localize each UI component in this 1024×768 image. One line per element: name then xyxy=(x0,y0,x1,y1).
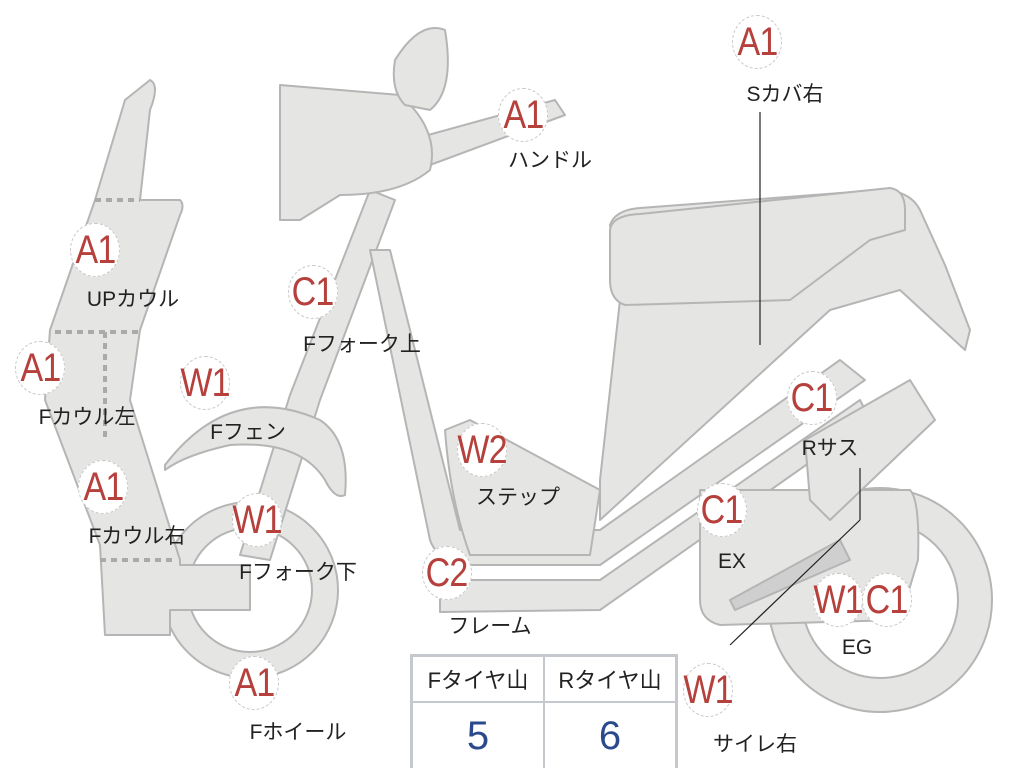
part-label: Fフェン xyxy=(210,421,286,444)
part-label: フレーム xyxy=(448,615,532,638)
part-label: UPカウル xyxy=(86,288,180,311)
condition-badge: C1 xyxy=(862,573,912,627)
condition-badge: C1 xyxy=(288,265,338,319)
condition-badge: A1 xyxy=(15,341,65,395)
headlight-body xyxy=(279,84,433,221)
condition-badge: C1 xyxy=(697,483,747,537)
front-cowl xyxy=(44,79,251,636)
mirror xyxy=(392,27,449,111)
front-fork xyxy=(239,189,396,561)
condition-badge: W1 xyxy=(180,356,230,410)
part-label: Fフォーク下 xyxy=(239,561,357,584)
condition-badge: C1 xyxy=(787,371,837,425)
part-label: Sカバ右 xyxy=(746,83,824,106)
part-label: Fカウル左 xyxy=(38,406,136,429)
condition-badge: C2 xyxy=(422,546,472,600)
front-fender xyxy=(164,406,347,497)
rear-tyre-value: 6 xyxy=(543,701,678,768)
condition-badge: A1 xyxy=(732,15,782,69)
rear-suspension-cover xyxy=(804,379,936,521)
part-label: Rサス xyxy=(801,437,859,460)
exhaust-pipe xyxy=(729,539,851,611)
part-label: Fカウル右 xyxy=(88,525,186,548)
front-tyre-header: Fタイヤ山 xyxy=(410,654,545,703)
part-label: ハンドル xyxy=(508,149,592,172)
part-label: EX xyxy=(717,550,747,573)
condition-badge: A1 xyxy=(498,88,548,142)
condition-badge: A1 xyxy=(78,460,128,514)
part-label: サイレ右 xyxy=(713,733,797,756)
part-label: Fフォーク上 xyxy=(303,333,421,356)
part-label: EG xyxy=(841,636,873,659)
condition-badge: W1 xyxy=(232,493,282,547)
seat xyxy=(609,187,906,306)
front-tyre-value: 5 xyxy=(410,701,545,768)
condition-badge: A1 xyxy=(229,656,279,710)
rear-tyre-header: Rタイヤ山 xyxy=(543,654,678,703)
part-label: ステップ xyxy=(476,486,560,509)
tyre-tread-table: Fタイヤ山 Rタイヤ山 5 6 xyxy=(410,654,678,768)
condition-badge: A1 xyxy=(70,223,120,277)
part-label: Fホイール xyxy=(249,721,347,744)
condition-badge: W1 xyxy=(683,663,734,717)
condition-badge: W1 xyxy=(813,573,864,627)
leader-line-silencer xyxy=(729,519,861,646)
condition-badge: W2 xyxy=(457,423,507,477)
